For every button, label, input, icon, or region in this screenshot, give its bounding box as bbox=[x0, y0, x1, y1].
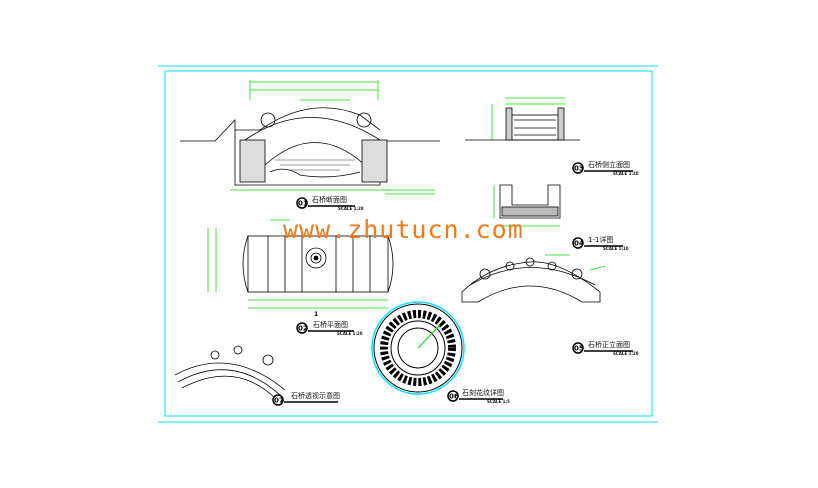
view-scale: SCALE 1:20 bbox=[337, 331, 363, 336]
view-title: 石桥侧立面图 bbox=[588, 160, 630, 169]
drawing-02-plan bbox=[207, 219, 394, 309]
view-title-04: 04 1-1详图 SCALE 1:10 bbox=[572, 235, 629, 251]
drawing-01-section bbox=[180, 80, 440, 195]
view-scale: SCALE 1:20 bbox=[613, 351, 639, 356]
view-title-05: 05 石桥正立面图 SCALE 1:20 bbox=[572, 340, 639, 356]
view-title: 1-1详图 bbox=[588, 235, 613, 244]
view-title-03: 03 石桥侧立面图 SCALE 1:20 bbox=[572, 160, 639, 176]
view-title-06: 06 石刻花纹详图 SCALE 1:5 bbox=[447, 388, 510, 404]
drawing-07-perspective bbox=[174, 345, 286, 399]
view-number: 05 bbox=[574, 345, 584, 353]
view-title: 石桥透视示意图 bbox=[291, 391, 340, 400]
drawing-06-carving bbox=[371, 301, 465, 395]
view-number: 02 bbox=[298, 325, 308, 333]
drawing-03-side-elevation bbox=[465, 97, 580, 141]
view-number: 07 bbox=[274, 397, 284, 405]
view-number: 04 bbox=[574, 240, 584, 248]
view-scale: SCALE 1:20 bbox=[338, 206, 364, 211]
watermark: www.zhutucn.com bbox=[283, 215, 524, 244]
view-title: 石桥平面图 bbox=[313, 320, 348, 329]
view-title: 石桥正立面图 bbox=[588, 340, 630, 349]
view-title: 石刻花纹详图 bbox=[462, 388, 504, 397]
view-title-01: 01 石桥断面图 SCALE 1:20 bbox=[296, 195, 364, 211]
view-title: 石桥断面图 bbox=[312, 195, 347, 204]
view-scale: SCALE 1:20 bbox=[613, 171, 639, 176]
sheet-frame bbox=[158, 65, 658, 423]
view-scale: SCALE 1:5 bbox=[487, 399, 510, 404]
view-scale: SCALE 1:10 bbox=[603, 246, 629, 251]
view-number: 01 bbox=[298, 200, 308, 208]
view-number: 06 bbox=[449, 393, 459, 401]
view-title-02: 02 石桥平面图 SCALE 1:20 bbox=[296, 320, 363, 336]
section-mark: 1 bbox=[314, 311, 318, 318]
drawing-05-front-elevation bbox=[461, 254, 606, 303]
view-title-07: 07 石桥透视示意图 bbox=[272, 391, 340, 406]
view-number: 03 bbox=[574, 165, 584, 173]
drawing-04-detail bbox=[493, 184, 561, 227]
